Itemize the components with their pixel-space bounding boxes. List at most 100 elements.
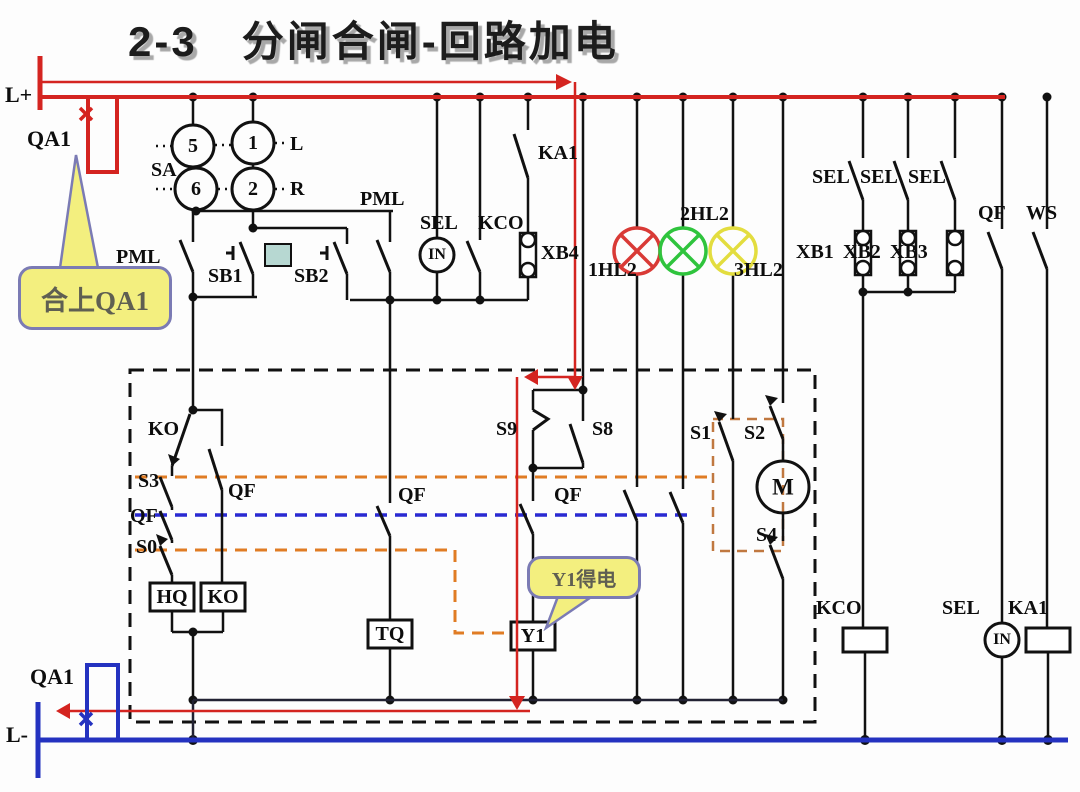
s3-contact xyxy=(158,476,174,508)
ko-coil-label: KO xyxy=(207,586,239,608)
ko-contact-label: KO xyxy=(148,418,180,440)
sa-contact-2: 2 xyxy=(248,178,258,200)
sa-left-label: L xyxy=(290,133,304,155)
xb1-connector xyxy=(853,229,873,277)
s0-arrowhead xyxy=(156,534,168,546)
qf-tq-contact xyxy=(375,505,392,537)
sa-contact-6: 6 xyxy=(191,178,201,200)
close-breaker-callout: 合上QA1 xyxy=(18,266,172,330)
xb4-label: XB4 xyxy=(541,242,579,264)
ko-arrowhead xyxy=(168,454,180,466)
teal-block xyxy=(264,243,292,267)
tq-coil-label: TQ xyxy=(375,623,405,645)
xb3-label: XB3 xyxy=(890,241,928,263)
s3-label: S3 xyxy=(138,470,160,492)
qa1-top-x-mark xyxy=(78,106,94,122)
sel1-contact xyxy=(847,160,865,201)
ko-coil-box xyxy=(199,581,247,613)
lamp2-label: 2HL2 xyxy=(680,203,729,225)
in-meter-bottom-circle xyxy=(983,621,1021,659)
qf-y1-contact xyxy=(518,503,535,535)
flow-arrow-left-2 xyxy=(56,703,70,719)
tq-coil-box xyxy=(366,618,414,650)
s4-label: S4 xyxy=(756,524,778,546)
xb4-connector xyxy=(518,231,538,279)
sb1-contact xyxy=(238,241,255,275)
ws-contact xyxy=(1031,231,1049,270)
interlock-dashed-box xyxy=(128,368,817,724)
callout-pointers xyxy=(58,154,605,632)
pml-left-contact xyxy=(178,239,195,273)
xb-connectors xyxy=(518,229,965,279)
sel-mid-contact xyxy=(465,240,482,273)
xb1-label: XB1 xyxy=(796,241,834,263)
indicator-lamps xyxy=(612,226,758,276)
y1-energized-callout: Y1得电 xyxy=(527,556,641,599)
m-contact-arrowhead xyxy=(765,395,778,406)
s0-contact xyxy=(158,545,174,576)
qf-top-contact xyxy=(986,231,1004,270)
sa-label: SA xyxy=(151,159,177,181)
lamp-yellow-icon xyxy=(708,226,758,276)
sb1-label: SB1 xyxy=(208,265,243,287)
sel2-label: SEL xyxy=(860,166,898,188)
ka1-bottom-label: KA1 xyxy=(1008,597,1048,619)
qf-left-label: QF xyxy=(130,505,158,527)
qf-top-label: QF xyxy=(978,202,1006,224)
flow-arrow-right xyxy=(556,74,572,90)
flow-arrowheads xyxy=(56,74,583,719)
sel2-contact xyxy=(892,160,910,201)
sa-contact-5: 5 xyxy=(188,135,198,157)
l-minus-label: L- xyxy=(6,722,28,747)
ws-label: WS xyxy=(1026,202,1058,224)
positive-rail-red xyxy=(37,56,1005,713)
contact-arrows xyxy=(156,395,778,546)
contact-blades xyxy=(158,133,1049,580)
pml-left-label: PML xyxy=(116,246,161,268)
negative-rail-blue xyxy=(35,663,1068,778)
s9-contact xyxy=(532,408,551,432)
sb2-actuator xyxy=(320,246,329,260)
hq-coil-box xyxy=(148,581,196,613)
junction-dots xyxy=(188,92,1053,745)
qf-y1-label: QF xyxy=(554,484,582,506)
sa-right-label: R xyxy=(290,178,305,200)
pml-top-label: PML xyxy=(360,188,405,210)
qa1-bottom-breaker xyxy=(85,663,120,740)
sel-mid-label: SEL xyxy=(420,212,458,234)
qf-mid-label: QF xyxy=(228,480,256,502)
sel1-label: SEL xyxy=(812,166,850,188)
sb1-actuator xyxy=(226,246,235,260)
qa1-top-breaker xyxy=(86,97,119,174)
slide-title: 2-3 分闸合闸-回路加电 xyxy=(128,18,619,65)
flow-arrow-down-2 xyxy=(509,696,525,710)
qf-lamp2-contact xyxy=(668,491,685,524)
pml-top-contact xyxy=(375,239,392,273)
sa-contact-1-circle xyxy=(230,120,276,166)
flow-arrow-left-1 xyxy=(524,369,538,385)
lamp1-label: 1HL2 xyxy=(588,259,637,281)
flow-arrow-down-1 xyxy=(567,376,583,390)
sa-contact-1: 1 xyxy=(248,132,258,154)
l-plus-label: L+ xyxy=(5,82,33,107)
s4-contact xyxy=(768,544,785,580)
s8-contact xyxy=(568,423,585,464)
ka1-coil-box xyxy=(1024,626,1072,654)
close-breaker-callout-text: 合上QA1 xyxy=(41,285,149,316)
s2-label: S2 xyxy=(744,422,766,444)
qf-left-contact xyxy=(158,510,174,541)
sa-selector-symbols xyxy=(156,120,286,212)
coils-and-boxes xyxy=(148,243,1072,654)
round-devices xyxy=(418,236,1021,659)
kco-coil-box xyxy=(841,626,889,654)
s0-label: S0 xyxy=(136,536,158,558)
ka1-contact xyxy=(512,133,530,179)
kco-bottom-label: KCO xyxy=(816,597,862,619)
m-branch-contact xyxy=(768,405,785,440)
qa1-top-label: QA1 xyxy=(27,126,71,151)
in-meter-bottom-label: IN xyxy=(993,631,1011,648)
in-meter-top-circle xyxy=(418,236,456,274)
qf-tq-label: QF xyxy=(398,484,426,506)
